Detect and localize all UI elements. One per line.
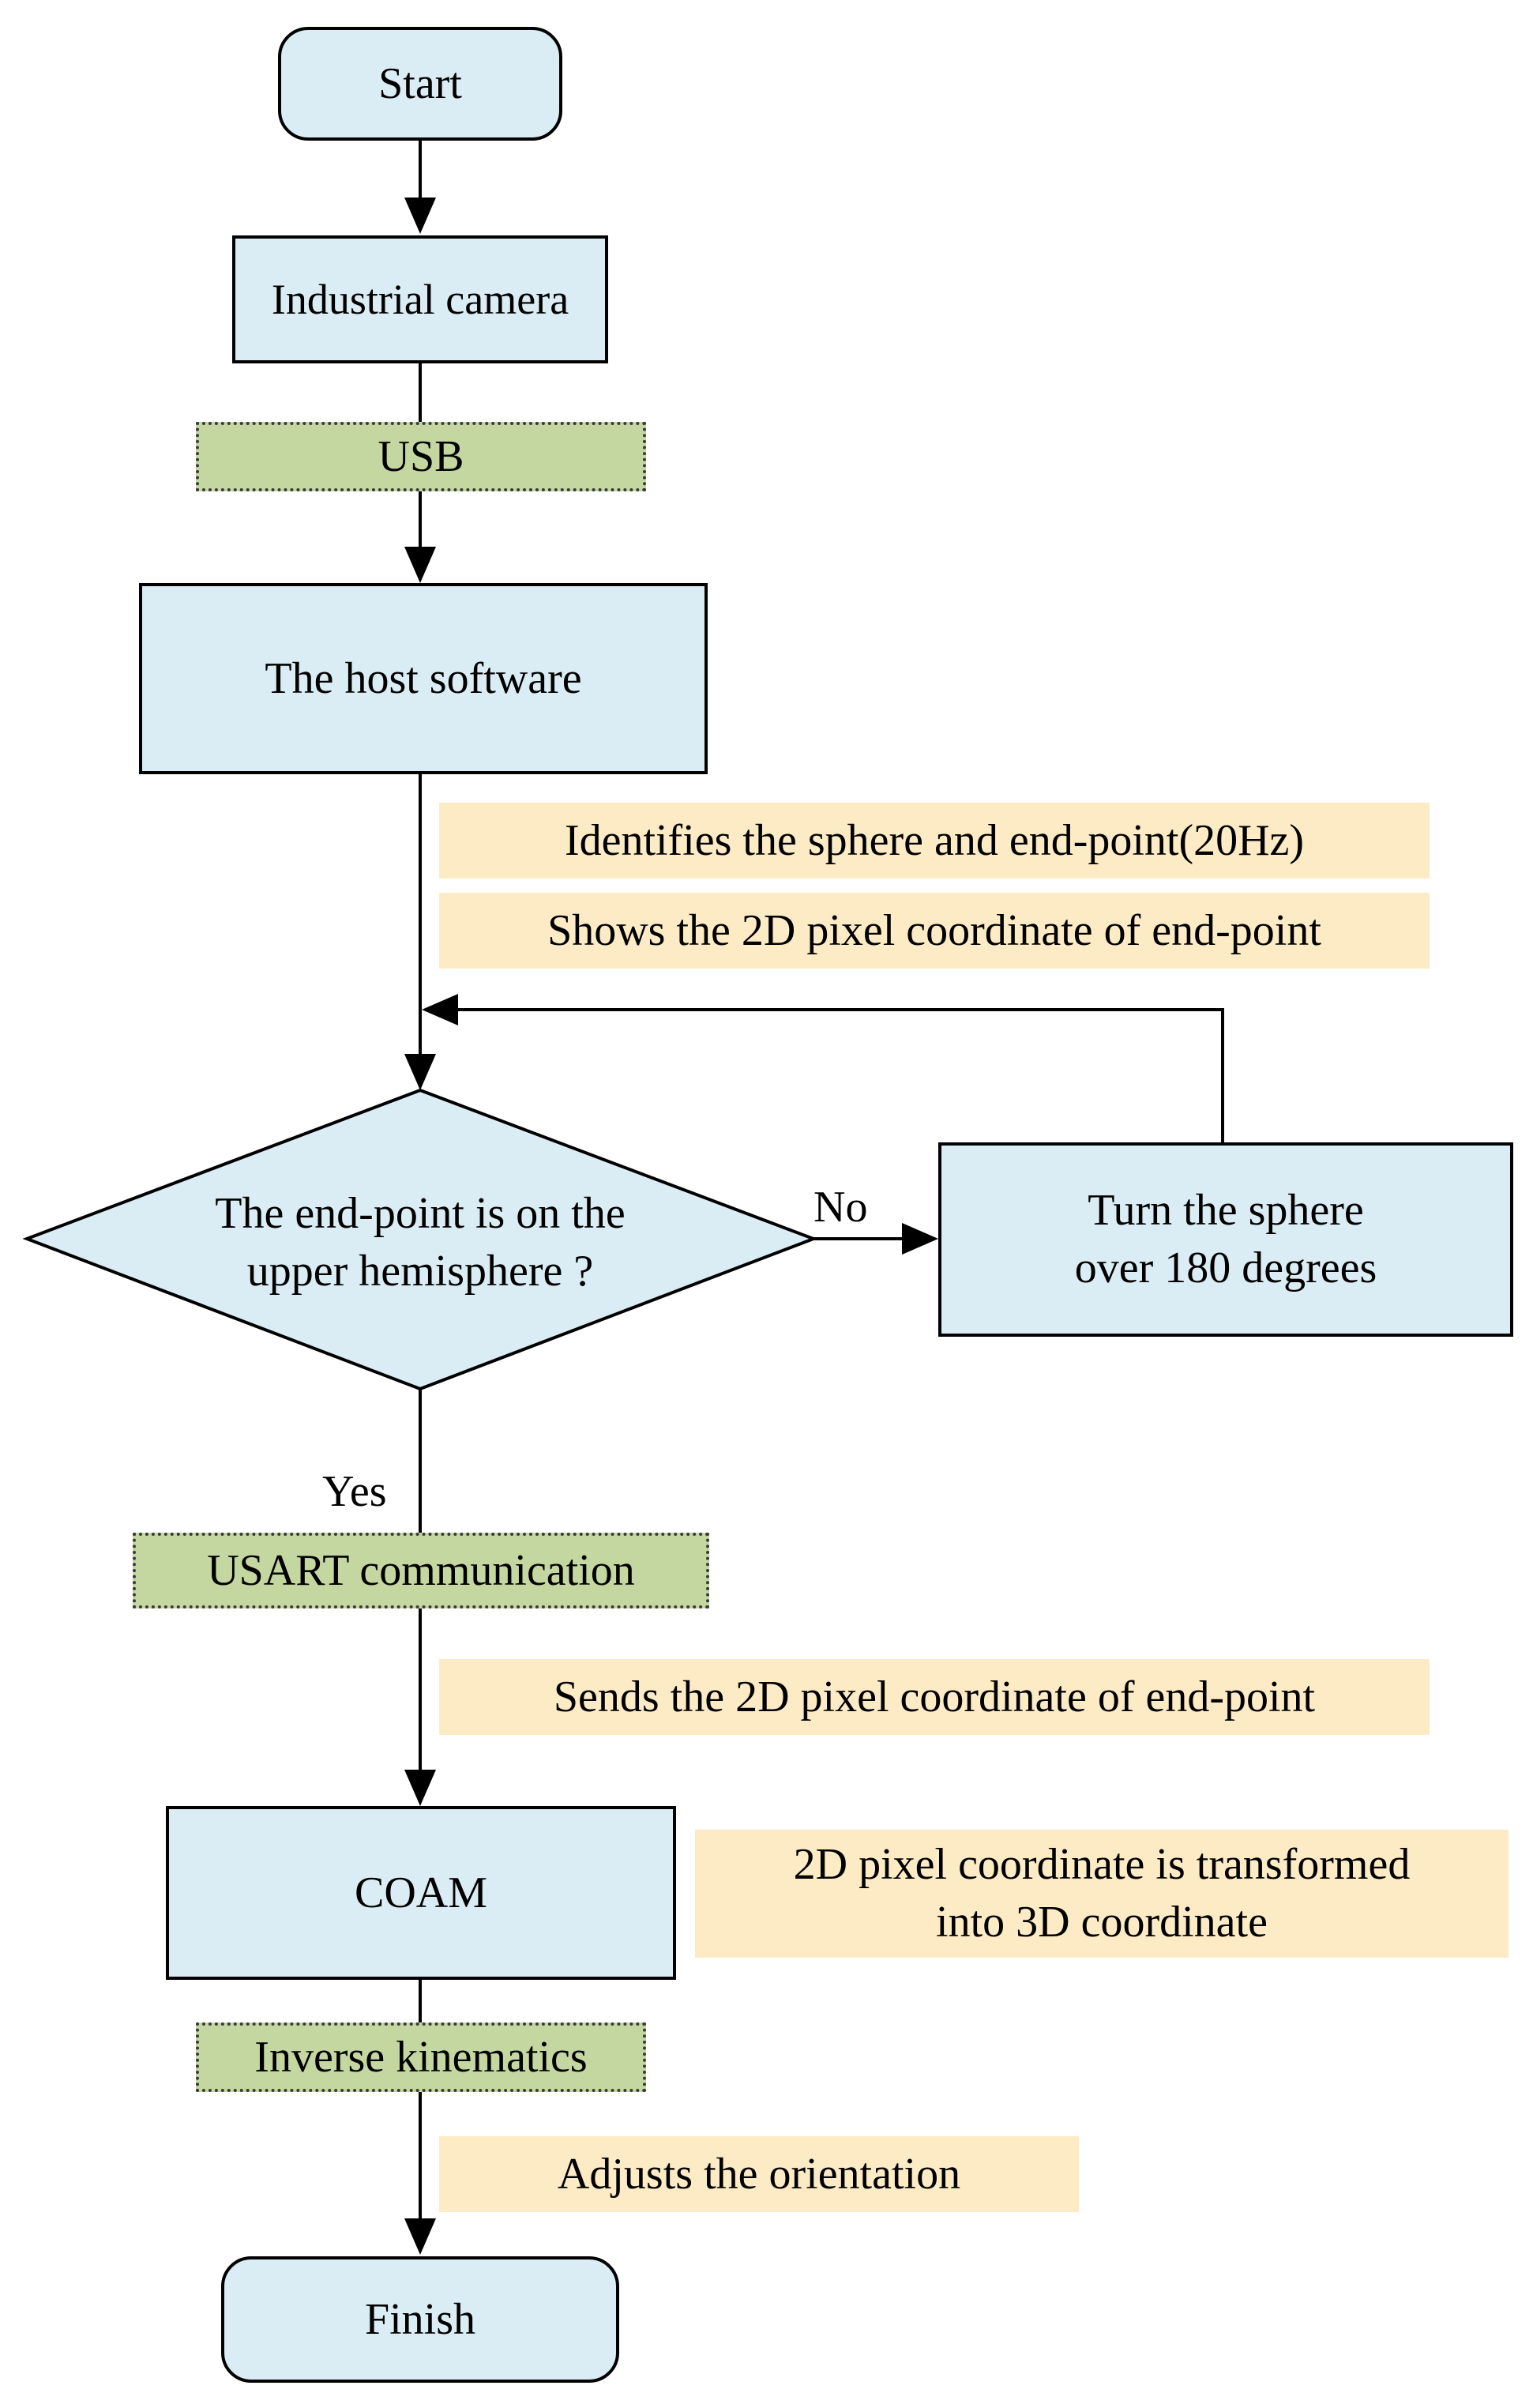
arrowhead-loop (422, 994, 458, 1025)
coam-label: COAM (354, 1868, 488, 1917)
inverse-kinematics-box: Inverse kinematics (196, 2022, 646, 2092)
host-software-box: The host software (139, 583, 708, 774)
transform-note-line1: 2D pixel coordinate is transformed (793, 1840, 1411, 1890)
turn-sphere-line2: over 180 degrees (1074, 1244, 1377, 1292)
transform-note: 2D pixel coordinate is transformed into … (695, 1830, 1509, 1958)
turn-sphere-box: Turn the sphere over 180 degrees (938, 1142, 1513, 1337)
sends-note-text: Sends the 2D pixel coordinate of end-poi… (553, 1672, 1316, 1721)
connector-loop-back (457, 1008, 1224, 1142)
inverse-kinematics-label: Inverse kinematics (254, 2032, 588, 2082)
host-software-label: The host software (265, 653, 582, 703)
start-terminal: Start (278, 27, 562, 141)
identifies-note-text: Identifies the sphere and end-point(20Hz… (564, 815, 1305, 865)
adjusts-note: Adjusts the orientation (439, 2136, 1079, 2212)
usb-interface-box: USB (196, 422, 646, 491)
industrial-camera-box: Industrial camera (232, 235, 608, 363)
shows-note: Shows the 2D pixel coordinate of end-poi… (439, 893, 1430, 969)
arrowhead-turn (902, 1223, 938, 1255)
decision-text: The end-point is on the upper hemisphere… (144, 1185, 697, 1300)
yes-branch-label: Yes (322, 1467, 387, 1516)
arrowhead-host (404, 547, 436, 583)
arrowhead-coam (404, 1770, 436, 1806)
finish-label: Finish (364, 2294, 476, 2344)
sends-note: Sends the 2D pixel coordinate of end-poi… (439, 1659, 1430, 1735)
coam-box: COAM (166, 1806, 676, 1980)
identifies-note: Identifies the sphere and end-point(20Hz… (439, 803, 1430, 879)
decision-text-line2: upper hemisphere ? (246, 1246, 594, 1296)
usart-interface-box: USART communication (133, 1533, 709, 1608)
decision-text-line1: The end-point is on the (215, 1189, 626, 1238)
arrowhead-camera (404, 198, 436, 234)
industrial-camera-label: Industrial camera (271, 275, 569, 323)
shows-note-text: Shows the 2D pixel coordinate of end-poi… (547, 905, 1321, 955)
transform-note-line2: into 3D coordinate (936, 1898, 1268, 1947)
usb-label: USB (378, 431, 464, 481)
arrowhead-finish (404, 2218, 436, 2255)
arrowhead-decision (404, 1054, 436, 1090)
finish-terminal: Finish (221, 2256, 619, 2383)
adjusts-note-text: Adjusts the orientation (557, 2149, 961, 2199)
turn-sphere-line1: Turn the sphere (1088, 1186, 1364, 1236)
no-branch-label: No (813, 1183, 868, 1232)
usart-label: USART communication (207, 1545, 635, 1595)
start-label: Start (378, 58, 462, 108)
